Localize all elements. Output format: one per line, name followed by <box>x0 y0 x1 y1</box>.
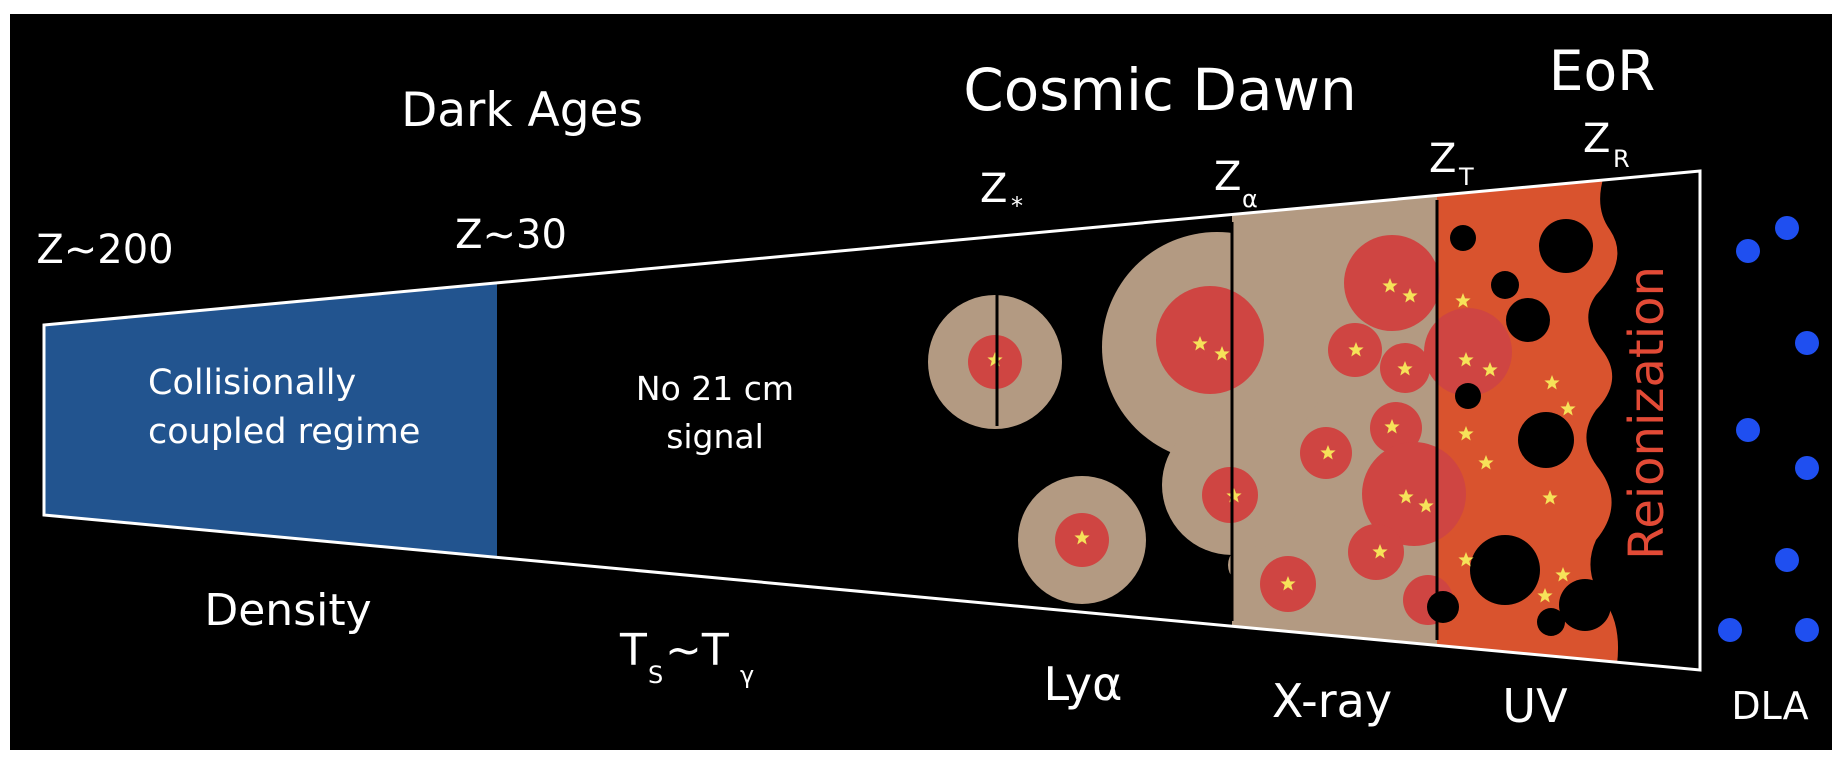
collisional-regime-region <box>44 283 497 557</box>
no21-label-line1: No 21 cm <box>636 369 794 408</box>
svg-text:T: T <box>1458 163 1474 191</box>
svg-text:S: S <box>648 661 663 689</box>
no21-label-line2: signal <box>666 417 764 456</box>
z200-label: Z~200 <box>36 227 173 273</box>
svg-text:α: α <box>1242 185 1258 213</box>
z-alpha-label: Z α <box>1214 154 1258 213</box>
uv-label: UV <box>1502 679 1568 733</box>
cone-outline <box>42 169 1702 672</box>
dla-dots <box>1718 216 1819 642</box>
ts-tgamma-label: T S ~T γ <box>619 625 754 689</box>
z-t-label: Z T <box>1429 136 1474 191</box>
xray-label: X-ray <box>1272 674 1392 728</box>
svg-text:Z: Z <box>1429 136 1456 182</box>
svg-text:Z: Z <box>1214 154 1241 200</box>
reionization-label: Reionization <box>1619 266 1675 560</box>
svg-text:γ: γ <box>740 661 754 689</box>
cosmic-dawn-label: Cosmic Dawn <box>963 56 1357 124</box>
svg-text:Z: Z <box>980 166 1007 212</box>
svg-text:~T: ~T <box>665 625 729 676</box>
right-strip <box>1735 50 1832 750</box>
svg-text:T: T <box>619 625 647 676</box>
svg-text:Z: Z <box>1583 116 1610 162</box>
lya-halo <box>1018 476 1146 604</box>
ionized-cores <box>1156 235 1512 625</box>
z30-label: Z~30 <box>455 212 567 258</box>
dark-ages-label: Dark Ages <box>401 83 643 138</box>
first-star-halo <box>928 295 1062 429</box>
z-r-label: Z R <box>1583 116 1630 173</box>
collisional-label-line1: Collisionally <box>148 363 356 403</box>
density-label: Density <box>204 585 371 636</box>
neutral-islands <box>1450 219 1611 636</box>
svg-text:R: R <box>1613 145 1630 173</box>
eor-label: EoR <box>1549 39 1656 103</box>
lya-label: Lyα <box>1044 657 1123 711</box>
neutral-island-small <box>1427 591 1459 623</box>
collisional-label-line2: coupled regime <box>148 412 420 452</box>
cone-fill <box>1102 171 1618 670</box>
svg-text:*: * <box>1011 192 1023 220</box>
z-star-label: Z * <box>980 166 1023 220</box>
dla-label: DLA <box>1731 684 1808 728</box>
